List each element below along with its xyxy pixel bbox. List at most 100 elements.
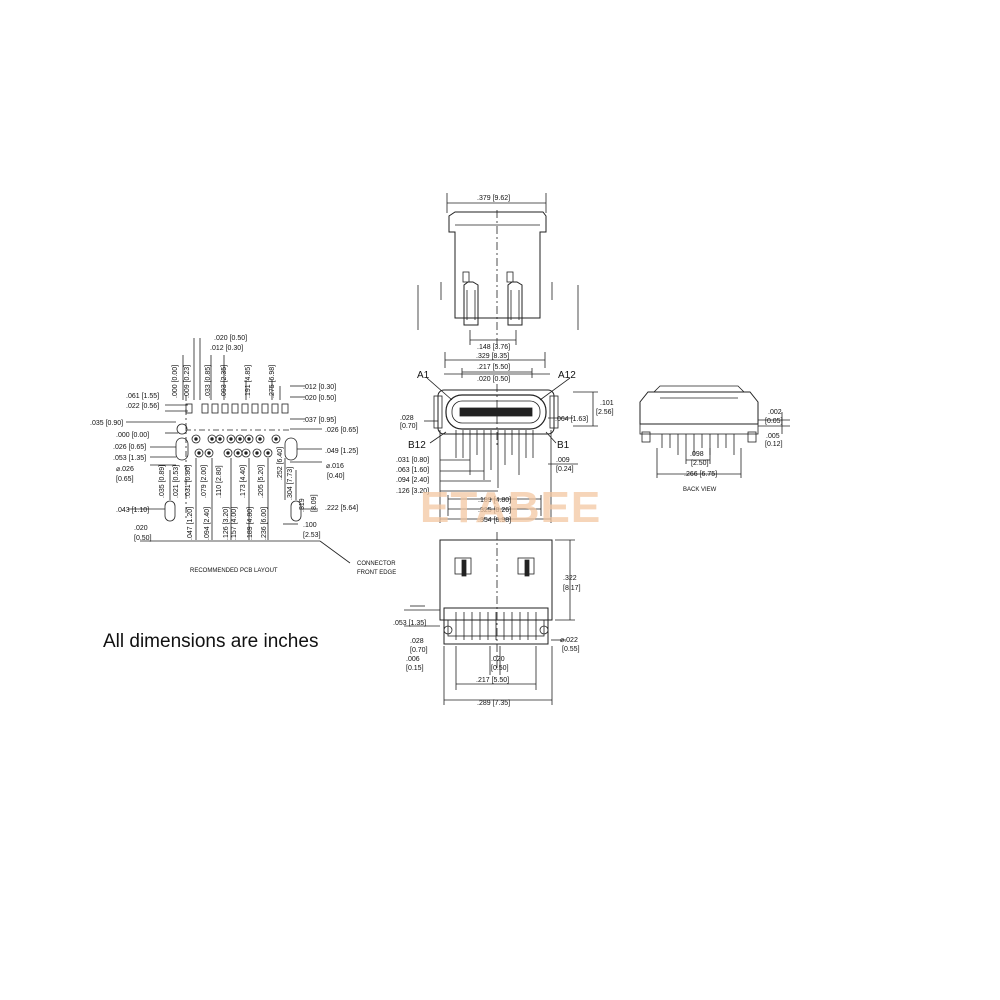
front-dimension-label: .094 [2.40] [396, 477, 429, 484]
top-dimension-label: .379 [9.62] [477, 195, 510, 202]
pcb-dimension-label: .094 [2.40] [204, 507, 211, 540]
pin-label-a12: A12 [558, 370, 576, 381]
pcb-dimension-label: .157 [4.00] [231, 507, 238, 540]
front-dimension-label: .009 [556, 457, 570, 464]
front-view [424, 352, 598, 523]
back-dimension-label: [0.05] [765, 418, 783, 425]
pcb-dimension-label: .043 [1.10] [116, 507, 149, 514]
front-dimension-label: [0.24] [556, 466, 574, 473]
pcb-dimension-label: .012 [0.30] [210, 345, 243, 352]
front-dimension-label: [0.70] [400, 423, 418, 430]
pcb-dimension-label: .026 [0.65] [113, 444, 146, 451]
front-dimension-label: .064 [1.63] [555, 416, 588, 423]
front-dimension-label: .126 [3.20] [396, 488, 429, 495]
units-note: All dimensions are inches [103, 631, 319, 652]
bottom-view [404, 532, 575, 705]
pcb-dimension-label: .100 [303, 522, 317, 529]
bottom-dimension-label: .006 [406, 656, 420, 663]
pcb-dimension-label: .061 [1.55] [126, 393, 159, 400]
bottom-dimension-label: [8.17] [563, 585, 581, 592]
bottom-dimension-label: ⌀.022 [560, 637, 578, 644]
pcb-dimension-label: .035 [0.89] [159, 465, 166, 498]
dimension-labels: .020 [0.50] .012 [0.30] .000 [0.00] .009 [0… [90, 195, 783, 707]
watermark-text: ETABEE [420, 483, 602, 532]
front-dimension-label: .063 [1.60] [396, 467, 429, 474]
front-dimension-label: .028 [400, 415, 414, 422]
pcb-dimension-label: [8.09] [311, 494, 318, 512]
pin-label-b12: B12 [408, 440, 426, 451]
pcb-dimension-label: .093 [2.35] [221, 365, 228, 398]
back-dimension-label: .266 [6.75] [684, 471, 717, 478]
pcb-dimension-label: .222 [5.64] [325, 505, 358, 512]
pcb-dimension-label: .000 [0.00] [116, 432, 149, 439]
back-dimension-label: .098 [690, 451, 704, 458]
pcb-dimension-label: .012 [0.30] [303, 384, 336, 391]
top-dimension-label: .148 [3.76] [477, 344, 510, 351]
pcb-dimension-label: .026 [0.65] [325, 427, 358, 434]
pcb-layout-view [126, 338, 351, 564]
front-edge-label: CONNECTOR [357, 561, 396, 567]
bottom-dimension-label: [0.55] [562, 646, 580, 653]
back-dimension-label: [0.12] [765, 441, 783, 448]
top-view [417, 193, 579, 345]
pcb-dimension-label: .049 [1.25] [325, 448, 358, 455]
pcb-dimension-label: .189 [4.80] [247, 507, 254, 540]
pcb-dimension-label: ⌀.026 [116, 466, 134, 473]
pcb-dimension-label: .020 [0.50] [303, 395, 336, 402]
back-view [639, 385, 790, 478]
pcb-dimension-label: .009 [0.23] [184, 365, 191, 398]
bottom-dimension-label: .289 [7.35] [477, 700, 510, 707]
bottom-dimension-label: [0.50] [491, 665, 509, 672]
back-view-caption: BACK VIEW [683, 487, 717, 493]
pcb-dimension-label: .079 [2.00] [201, 465, 208, 498]
front-dimension-label: .189 [4.80] [478, 497, 511, 504]
bottom-dimension-label: [0.15] [406, 665, 424, 672]
front-dimension-label: .031 [0.80] [396, 457, 429, 464]
back-dimension-label: .002 [768, 409, 782, 416]
bottom-dimension-label: .322 [563, 575, 577, 582]
pcb-dimension-label: .191 [4.85] [245, 365, 252, 398]
pcb-dimension-label: .275 [6.98] [269, 365, 276, 398]
pcb-dimension-label: .037 [0.95] [303, 417, 336, 424]
bottom-dimension-label: .217 [5.50] [476, 677, 509, 684]
pcb-dimension-label: .173 [4.40] [240, 465, 247, 498]
pcb-dimension-label: .020 [0.50] [214, 335, 247, 342]
front-dimension-label: .354 [8.98] [478, 517, 511, 524]
bottom-dimension-label: [0.70] [410, 647, 428, 654]
back-dimension-label: [2.50] [691, 460, 709, 467]
pcb-dimension-label: .053 [1.35] [113, 455, 146, 462]
pcb-dimension-label: .047 [1.20] [187, 507, 194, 540]
pcb-dimension-label: .126 [3.20] [223, 507, 230, 540]
pin-label-a1: A1 [417, 370, 430, 381]
front-dimension-label: .329 [8.35] [476, 353, 509, 360]
pcb-dimension-label: .319 [299, 498, 306, 512]
bottom-dimension-label: .028 [410, 638, 424, 645]
pcb-dimension-label: .252 [6.40] [277, 447, 284, 480]
pcb-dimension-label: [0.40] [327, 473, 345, 480]
pcb-dimension-label: .033 [0.85] [205, 365, 212, 398]
pcb-dimension-label: .304 [7.73] [287, 467, 294, 500]
pcb-dimension-label: [0.65] [116, 476, 134, 483]
pcb-dimension-label: .035 [0.90] [90, 420, 123, 427]
pin-label-b1: B1 [557, 440, 570, 451]
pcb-dimension-label: .236 [6.00] [261, 507, 268, 540]
pcb-dimension-label: .205 [5.20] [258, 465, 265, 498]
front-dimension-label: .101 [600, 400, 614, 407]
front-edge-label: FRONT EDGE [357, 570, 396, 576]
pcb-dimension-label: .022 [0.56] [126, 403, 159, 410]
front-dimension-label: [2.56] [596, 409, 614, 416]
pcb-dimension-label: .020 [134, 525, 148, 532]
bottom-dimension-label: .053 [1.35] [393, 620, 426, 627]
pcb-dimension-label: ⌀.016 [326, 463, 344, 470]
pcb-dimension-label: .021 [0.53] [173, 465, 180, 498]
pcb-dimension-label: .031 [0.80] [185, 465, 192, 498]
pcb-dimension-label: [2.53] [303, 532, 321, 539]
pcb-dimension-label: [0.50] [134, 535, 152, 542]
pcb-dimension-label: .110 [2.80] [216, 465, 223, 498]
front-dimension-label: .325 [8.26] [478, 507, 511, 514]
front-dimension-label: .020 [0.50] [477, 376, 510, 383]
bottom-dimension-label: .020 [491, 656, 505, 663]
pcb-dimension-label: .000 [0.00] [172, 365, 179, 398]
pcb-layout-caption: RECOMMENDED PCB LAYOUT [190, 568, 278, 574]
